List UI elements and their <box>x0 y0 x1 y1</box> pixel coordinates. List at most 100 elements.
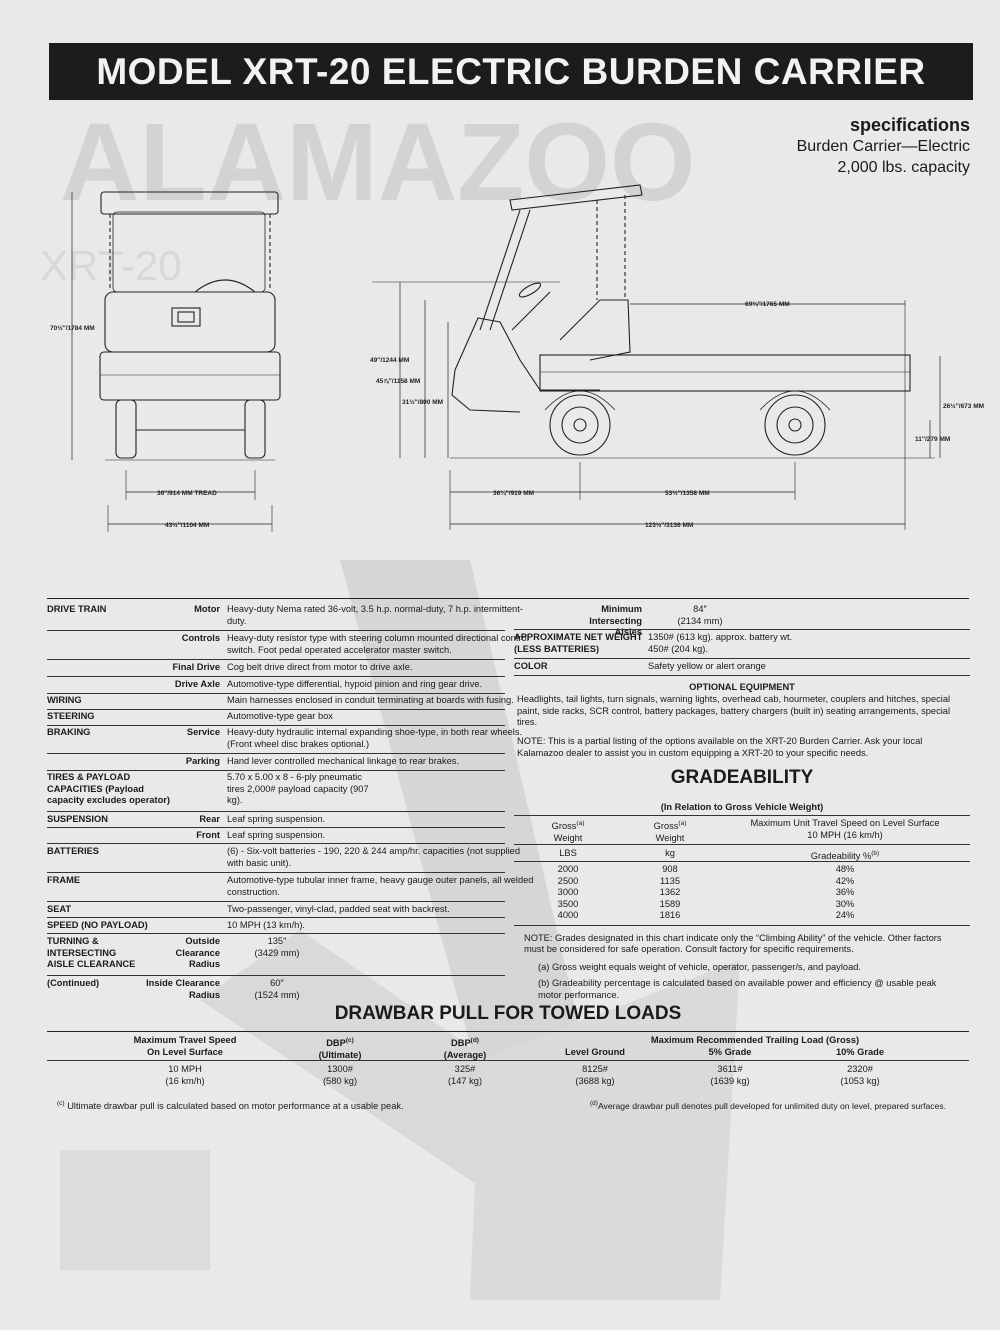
dbp-average-header: DBP(d) (Average) <box>415 1035 515 1061</box>
table-cell: 36% <box>835 887 855 897</box>
gradeability-heading: GRADEABILITY <box>670 767 814 788</box>
grade-10-value: 2320# (1053 kg) <box>810 1064 910 1087</box>
spec-value: Automotive-type tubular inner frame, hea… <box>227 875 534 897</box>
spec-category: SUSPENSION <box>47 814 108 824</box>
optional-equipment-text: Headlights, tail lights, turn signals, w… <box>517 694 951 727</box>
table-col-kg: 908 1135 1362 1589 1816 <box>625 864 715 922</box>
header-text: Maximum Unit Travel Speed on Level Surfa… <box>750 818 940 828</box>
table-cell: 325# <box>454 1064 476 1074</box>
row-divider <box>47 753 505 754</box>
spec-value: Leaf spring suspension. <box>227 814 326 824</box>
units-lbs: LBS <box>559 848 577 858</box>
spec-subcategory: Motor <box>194 604 220 614</box>
table-col-gradeability: 48% 42% 36% 30% 24% <box>720 864 970 922</box>
optional-equipment-heading: OPTIONAL EQUIPMENT <box>689 682 795 692</box>
turning-category: TURNING & INTERSECTING AISLE CLEARANCE <box>47 936 147 971</box>
table-cell: (3688 kg) <box>575 1075 615 1086</box>
net-weight-value: 1350# (613 kg). approx. battery wt. 450#… <box>648 632 898 655</box>
header-text: DBP <box>451 1038 471 1049</box>
ghost-block <box>60 1150 210 1270</box>
drawbar-speed-header: Maximum Travel Speed On Level Surface <box>110 1035 260 1058</box>
footnote-d: (d)Average drawbar pull denotes pull dev… <box>590 1098 970 1112</box>
outside-label-line: Radius <box>189 959 220 969</box>
spec-subcategory: Controls <box>181 633 220 643</box>
ghost-arrow-shape <box>470 960 740 1300</box>
table-cell: 3611# <box>717 1064 743 1074</box>
table-cell: (147 kg) <box>447 1075 483 1086</box>
gradeability-note-a: (a) Gross weight equals weight of vehicl… <box>538 962 861 972</box>
spec-value: Heavy-duty Nema rated 36-volt, 3.5 h.p. … <box>227 604 523 626</box>
row-divider <box>47 693 505 694</box>
outside-clearance-label: Outside Clearance Radius <box>103 936 220 971</box>
table-col-lbs: 2000 2500 3000 3500 4000 <box>523 864 613 922</box>
footnote-ref: (d) <box>590 1100 598 1107</box>
row-divider <box>47 709 505 710</box>
page-title: MODEL XRT-20 ELECTRIC BURDEN CARRIER <box>49 43 973 100</box>
spec-row-turning: TURNING & INTERSECTING AISLE CLEARANCE O… <box>47 936 505 978</box>
section-rule <box>47 598 969 599</box>
footnote-ref: (c) <box>57 1100 65 1107</box>
units-gradeability: Gradeability %(b) <box>720 848 970 863</box>
ghost-model-text: XRT-20 <box>40 242 182 289</box>
spec-value: Automotive-type differential, hypoid pin… <box>227 679 483 689</box>
spec-value: Main harnesses enclosed in conduit termi… <box>227 695 514 705</box>
spec-subcategory: Final Drive <box>172 662 220 672</box>
spec-category: SPEED (NO PAYLOAD) <box>47 920 148 930</box>
specifications-block: specifications Burden Carrier—Electric 2… <box>797 115 970 178</box>
table-cell: (580 kg) <box>322 1075 358 1086</box>
color-label: COLOR <box>514 661 548 671</box>
footnote-ref: (b) <box>871 850 880 857</box>
row-divider <box>47 770 505 771</box>
row-divider <box>514 925 970 926</box>
specifications-line-2: 2,000 lbs. capacity <box>837 159 970 176</box>
dim-ground-clearance: 11″/279 MM <box>915 436 950 443</box>
table-cell: 908 <box>662 864 678 874</box>
footnote-c: (c) Ultimate drawbar pull is calculated … <box>57 1098 457 1113</box>
ghost-brand-text: ALAMAZOO <box>60 101 695 224</box>
net-weight-label: APPROXIMATE NET WEIGHT (LESS BATTERIES) <box>514 632 644 655</box>
net-weight-value-line: 1350# (613 kg). approx. battery wt. <box>648 632 793 642</box>
table-cell: 1135 <box>660 875 680 886</box>
row-divider <box>47 975 505 976</box>
table-cell: 2500 <box>557 875 579 886</box>
dim-wheelbase: 53½″/1358 MM <box>665 489 710 497</box>
spec-category: WIRING <box>47 695 82 705</box>
dbp-average-value: 325# (147 kg) <box>415 1064 515 1087</box>
footnote-ref: (a) <box>678 820 687 827</box>
inside-value-line: 60″ <box>270 978 284 988</box>
header-text: Maximum Travel Speed <box>133 1035 237 1045</box>
dim-tread: 36″/914 MM TREAD <box>157 490 217 497</box>
gradeability-note: NOTE: Grades designated in this chart in… <box>524 933 942 954</box>
outside-value-line: 135″ <box>267 936 287 946</box>
dim-overall-length: 123½″/3136 MM <box>645 521 693 529</box>
spec-category: BRAKING <box>47 727 91 737</box>
row-divider <box>47 811 505 812</box>
spec-subcategory: Drive Axle <box>174 679 220 689</box>
dim-front-overhang: 36¾″/919 MM <box>493 489 534 497</box>
row-divider <box>47 917 505 918</box>
gross-weight-lbs-header: Gross(a) Weight <box>523 818 613 844</box>
table-cell: 3500 <box>557 898 579 909</box>
options-note: NOTE: This is a partial listing of the o… <box>517 736 923 758</box>
section-rule <box>47 1031 969 1032</box>
side-view-drawing <box>372 184 941 530</box>
outside-value-line: (3429 mm) <box>254 947 300 958</box>
table-cell: (16 km/h) <box>165 1075 205 1086</box>
min-aisle-value-line: (2134 mm) <box>677 615 723 626</box>
spec-category: FRAME <box>47 875 81 885</box>
footnote-text: Ultimate drawbar pull is calculated base… <box>67 1101 404 1112</box>
spec-category: SEAT <box>47 904 72 914</box>
table-cell: 3000 <box>557 887 579 897</box>
spec-category: STEERING <box>47 711 95 721</box>
spec-subcategory: Parking <box>185 756 220 766</box>
header-text: (Ultimate) <box>318 1049 362 1060</box>
header-text: Weight <box>553 832 583 843</box>
dbp-ultimate-value: 1300# (580 kg) <box>290 1064 390 1087</box>
row-divider <box>514 675 970 676</box>
footnote-ref: (c) <box>345 1037 354 1044</box>
inside-clearance-label: Inside Clearance Radius <box>103 978 220 1001</box>
row-divider <box>47 901 505 902</box>
table-cell: 30% <box>835 898 855 909</box>
spec-value: Cog belt drive direct from motor to driv… <box>227 662 413 672</box>
